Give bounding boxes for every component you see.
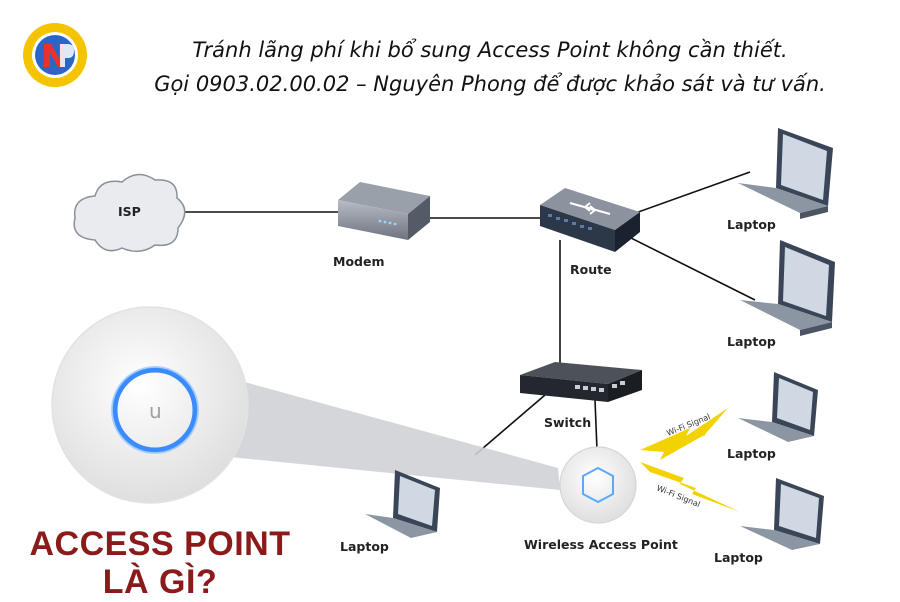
wifi-signal-bolt-top: Wi-Fi Signal <box>640 408 728 460</box>
laptop-icon-4 <box>740 478 824 550</box>
laptop-icon-3 <box>738 372 818 442</box>
title-line-2: LÀ GÌ? <box>102 563 218 601</box>
wireless-access-point-icon <box>559 446 637 524</box>
title-line-1: ACCESS POINT <box>29 525 291 563</box>
switch-icon <box>520 362 642 402</box>
zoom-cone <box>210 378 560 490</box>
laptop-label-3: Laptop <box>727 446 776 461</box>
connection-lines <box>175 171 756 456</box>
laptop-label-1: Laptop <box>727 217 776 232</box>
router-icon <box>540 188 640 252</box>
wifi-signal-label-bottom: Wi-Fi Signal <box>655 484 701 510</box>
headline-line-2: Gọi 0903.02.00.02 – Nguyên Phong để được… <box>154 72 826 96</box>
access-point-large-icon: u <box>51 306 249 504</box>
wap-label: Wireless Access Point <box>524 537 678 552</box>
laptop-label-2: Laptop <box>727 334 776 349</box>
wifi-signal-bolt-bottom: Wi-Fi Signal <box>640 462 740 512</box>
header: Tránh lãng phí khi bổ sung Access Point … <box>0 0 900 110</box>
router-label: Route <box>570 262 612 277</box>
laptop-icon-1 <box>738 128 833 219</box>
isp-cloud-icon: ISP <box>73 173 186 253</box>
switch-label: Switch <box>544 415 591 430</box>
svg-text:u: u <box>149 399 162 423</box>
nguyen-phong-logo <box>23 23 87 87</box>
laptop-icon-2 <box>740 240 835 336</box>
laptop-icon-5 <box>365 470 440 538</box>
headline-line-1: Tránh lãng phí khi bổ sung Access Point … <box>192 38 788 62</box>
isp-label: ISP <box>118 204 141 219</box>
laptop-label-5: Laptop <box>340 539 389 554</box>
laptop-label-4: Laptop <box>714 550 763 565</box>
modem-label: Modem <box>333 254 384 269</box>
modem-icon <box>338 182 430 240</box>
